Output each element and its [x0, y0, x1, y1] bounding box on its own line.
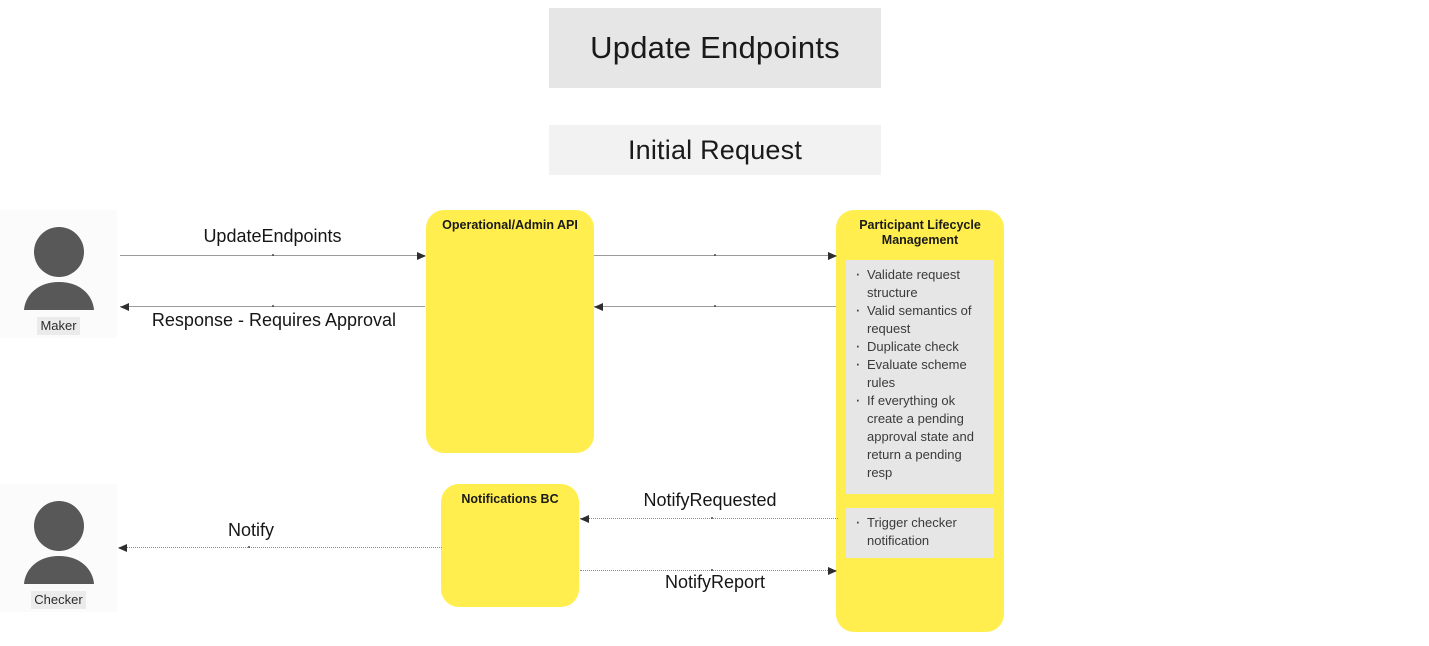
list-item: Valid semantics of request [850, 301, 990, 338]
message-midpoint-dot [711, 517, 713, 519]
message-label-response-requires-approval: Response - Requires Approval [151, 310, 397, 330]
arrow-head-right [417, 252, 426, 260]
component-participant-lifecycle-management-title: Participant Lifecycle Management [859, 218, 981, 247]
diagram-title: Update Endpoints [549, 8, 881, 88]
message-line-notify-requested [580, 518, 838, 519]
note-trigger-checker: Trigger checker notification [846, 508, 994, 558]
note-validation-list: Validate request structure Valid semanti… [850, 265, 990, 482]
component-operational-admin-api[interactable]: Operational/Admin API [426, 210, 594, 453]
list-item: Trigger checker notification [850, 513, 990, 550]
actor-checker[interactable]: Checker [0, 484, 117, 612]
list-item: If everything ok create a pending approv… [850, 391, 990, 482]
actor-maker[interactable]: Maker [0, 210, 117, 338]
list-item: Evaluate scheme rules [850, 355, 990, 392]
message-label-notify-report: NotifyReport [664, 572, 766, 592]
arrow-head-right [828, 567, 837, 575]
list-item: Duplicate check [850, 337, 990, 356]
message-midpoint-dot [714, 254, 716, 256]
component-operational-admin-api-title: Operational/Admin API [442, 218, 578, 232]
component-notifications-bc-title: Notifications BC [461, 492, 559, 506]
arrow-head-left [594, 303, 603, 311]
arrow-head-left [120, 303, 129, 311]
message-midpoint-dot [714, 305, 716, 307]
note-trigger-list: Trigger checker notification [850, 513, 990, 550]
arrow-head-left [580, 515, 589, 523]
person-icon [21, 226, 97, 315]
actor-maker-label: Maker [37, 317, 80, 335]
message-label-update-endpoints: UpdateEndpoints [203, 226, 342, 246]
message-label-notify: Notify [227, 520, 274, 540]
actor-checker-label: Checker [31, 591, 86, 609]
list-item: Validate request structure [850, 265, 990, 302]
message-midpoint-dot [711, 569, 713, 571]
component-notifications-bc[interactable]: Notifications BC [441, 484, 579, 607]
message-line-notify-report [580, 570, 836, 571]
message-midpoint-dot [248, 546, 250, 548]
arrow-head-right [828, 252, 837, 260]
message-label-notify-requested: NotifyRequested [643, 490, 777, 510]
message-midpoint-dot [272, 254, 274, 256]
arrow-head-left [118, 544, 127, 552]
diagram-subtitle: Initial Request [549, 125, 881, 175]
message-midpoint-dot [272, 305, 274, 307]
message-line-notify [119, 547, 442, 548]
note-validation-steps: Validate request structure Valid semanti… [846, 260, 994, 494]
person-icon [21, 500, 97, 589]
